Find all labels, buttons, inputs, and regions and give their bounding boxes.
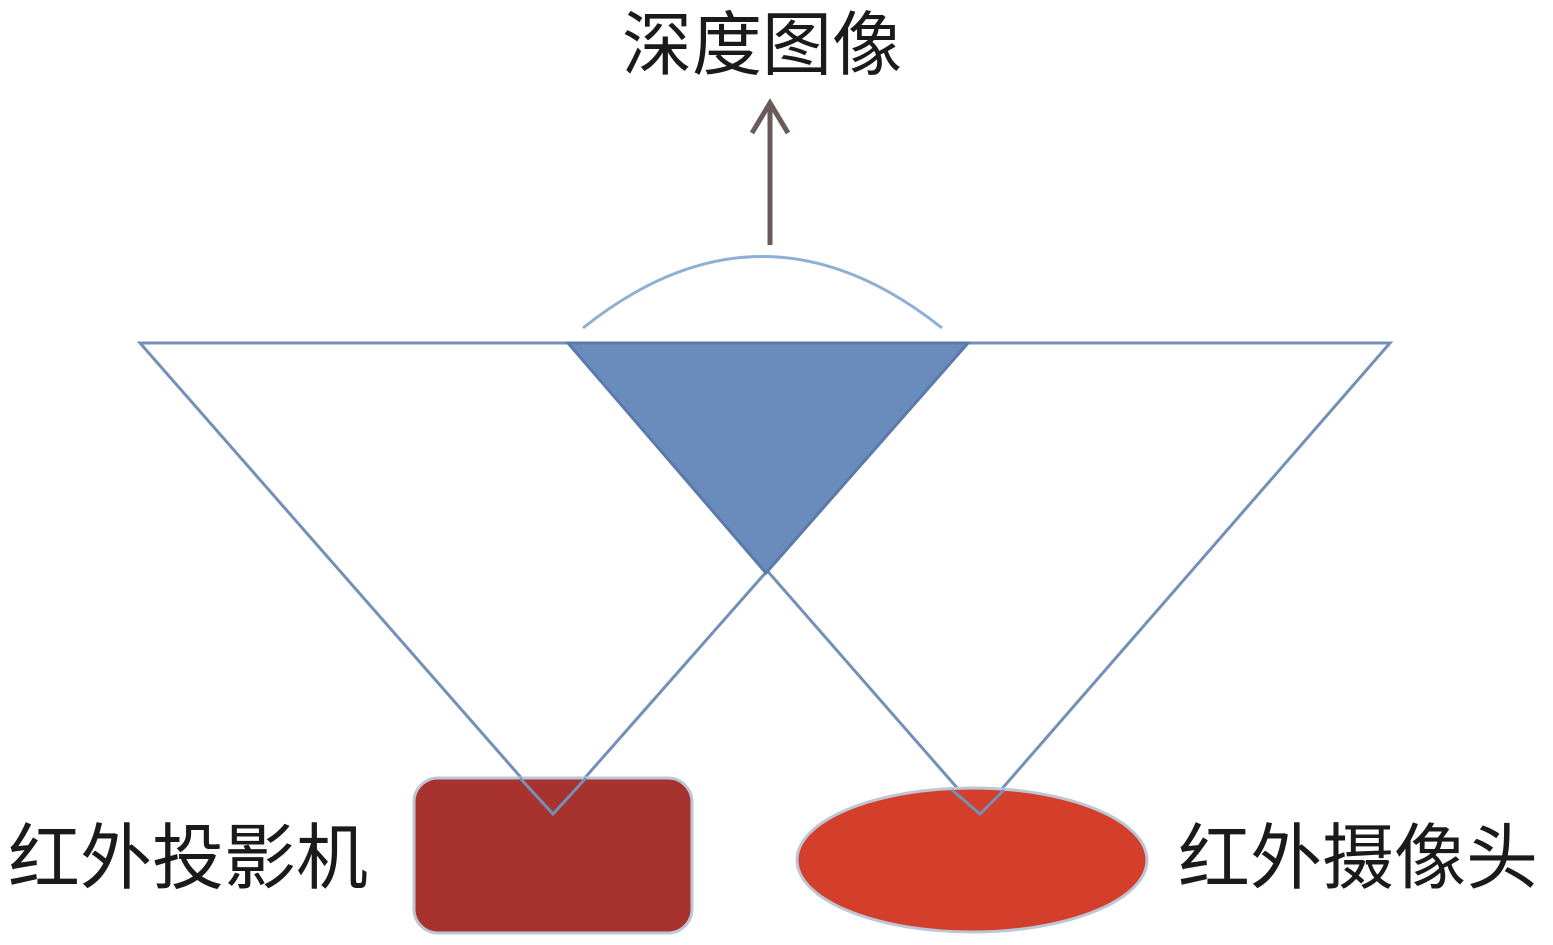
projector-beam: [136, 341, 972, 817]
infrared-projector-box: [412, 776, 694, 935]
projector-beam-apex: [518, 776, 588, 817]
camera-beam: [564, 341, 1394, 817]
infrared-projector-label: 红外投影机: [8, 816, 369, 900]
field-of-view-arc: [582, 255, 943, 330]
infrared-camera-label: 红外摄像头: [1178, 816, 1539, 900]
infrared-camera-ellipse: [795, 786, 1149, 934]
overlap-region: [564, 341, 972, 576]
camera-beam-apex: [951, 788, 1006, 817]
depth-image-label: 深度图像: [622, 4, 902, 86]
output-arrow-head: [749, 98, 791, 135]
